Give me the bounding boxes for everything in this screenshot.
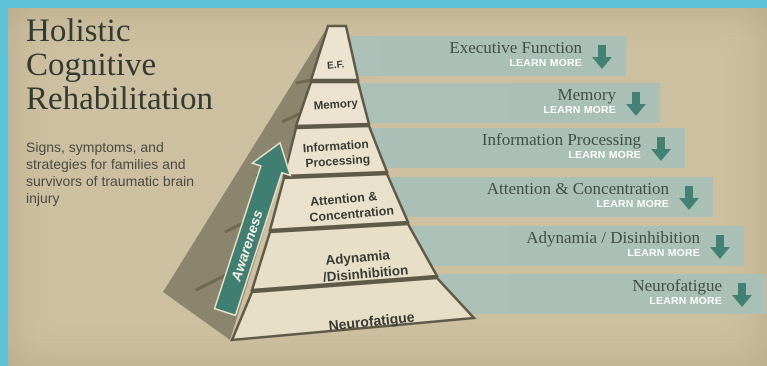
band-executive-function[interactable]: Executive Function LEARN MORE: [330, 36, 626, 76]
learn-more-link[interactable]: LEARN MORE: [543, 104, 616, 116]
pyramid-level-ef: [309, 24, 360, 82]
learn-more-link[interactable]: LEARN MORE: [627, 247, 700, 259]
title-line: Rehabilitation: [26, 81, 213, 117]
arrow-down-icon: [710, 235, 730, 259]
level-label-ef: E.F.: [327, 59, 345, 71]
arrow-down-icon: [626, 92, 646, 116]
subtitle: Signs, symptoms, and strategies for fami…: [26, 139, 195, 206]
pyramid-side-rule: [295, 78, 312, 85]
level-label-information: Information: [302, 137, 369, 156]
title-line: Holistic: [26, 13, 131, 49]
band-label: Information Processing: [481, 130, 641, 149]
level-label-adynamia: Adynamia: [325, 247, 391, 268]
band-label: Adynamia / Disinhibition: [526, 228, 700, 247]
band-label: Neurofatigue: [632, 276, 722, 295]
learn-more-link[interactable]: LEARN MORE: [596, 198, 669, 210]
pyramid-side: [163, 26, 328, 340]
band-information-processing[interactable]: Information Processing LEARN MORE: [330, 128, 685, 168]
pyramid-side-rule: [281, 111, 302, 124]
level-label-disinhibition: /Disinhibition: [322, 262, 408, 284]
pyramid-level-attention: [268, 172, 410, 232]
arrow-down-icon: [732, 283, 752, 307]
band-label: Memory: [557, 85, 616, 104]
learn-more-link[interactable]: LEARN MORE: [649, 295, 722, 307]
title-line: Cognitive: [26, 47, 157, 83]
band-memory[interactable]: Memory LEARN MORE: [330, 83, 660, 123]
level-label-processing: Processing: [305, 152, 371, 170]
arrow-down-icon: [592, 45, 612, 69]
pyramid-level-information-processing: [282, 124, 389, 178]
learn-more-link[interactable]: LEARN MORE: [568, 149, 641, 161]
band-label: Attention & Concentration: [486, 179, 669, 198]
pyramid-level-memory: [294, 80, 371, 128]
level-label-attention: Attention &: [309, 189, 377, 209]
arrow-down-icon: [651, 137, 671, 161]
pyramid-level-neurofatigue: [230, 276, 477, 342]
level-label-memory: Memory: [313, 97, 358, 112]
pyramid-level-adynamia: [250, 222, 440, 292]
arrow-down-icon: [679, 186, 699, 210]
page-title: Holistic Cognitive Rehabilitation: [26, 14, 213, 116]
band-label: Executive Function: [449, 38, 582, 57]
learn-more-link[interactable]: LEARN MORE: [509, 57, 582, 69]
